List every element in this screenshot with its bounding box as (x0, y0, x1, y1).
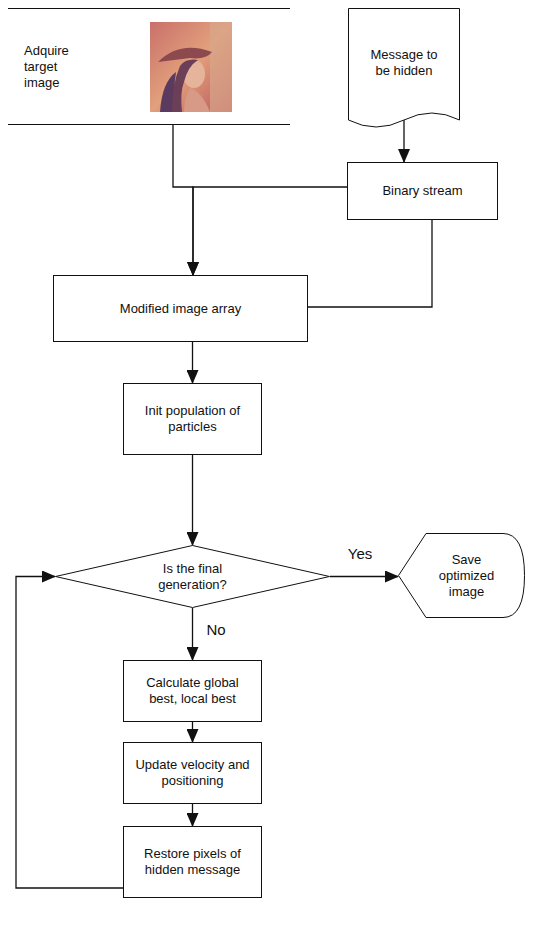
connector-arrow (403, 120, 404, 162)
connector-arrow (192, 804, 193, 826)
node-label: Init population of particles (133, 403, 253, 435)
edge-label: Yes (346, 545, 374, 563)
connector-arrow (192, 722, 193, 742)
process-box: Modified image array (53, 275, 308, 342)
connector-arrow (16, 577, 123, 889)
connector-arrow (330, 576, 398, 577)
node-label: Restore pixels of hidden message (133, 846, 253, 878)
node-label: Binary stream (358, 183, 488, 199)
connector-arrow (192, 608, 193, 660)
connector-arrow (193, 187, 347, 275)
node-label: Calculate global best, local best (133, 675, 253, 707)
process-box: Restore pixels of hidden message (123, 826, 262, 898)
node-label: Message to be hidden (362, 47, 446, 79)
target-image-illustration (150, 22, 232, 112)
connector-arrow (192, 455, 193, 545)
connector-arrow (308, 220, 432, 307)
input-band: Adquire target image (8, 8, 290, 125)
process-box: Calculate global best, local best (123, 660, 262, 722)
document-shape: Message to be hidden (348, 8, 460, 132)
node-label: Adquire target image (24, 43, 94, 91)
node-label: Save optimized image (429, 552, 505, 600)
connector-arrow (173, 125, 193, 275)
node-label: Is the final generation? (128, 561, 258, 593)
process-box: Init population of particles (123, 383, 262, 455)
node-label: Update velocity and positioning (133, 757, 253, 789)
connector-arrow (192, 342, 193, 383)
node-label: Modified image array (66, 301, 296, 317)
process-box: Binary stream (347, 162, 498, 220)
decision-diamond: Is the final generation? (55, 545, 330, 608)
display-shape: Save optimized image (398, 533, 525, 618)
edge-label: No (205, 621, 228, 639)
process-box: Update velocity and positioning (123, 742, 262, 804)
